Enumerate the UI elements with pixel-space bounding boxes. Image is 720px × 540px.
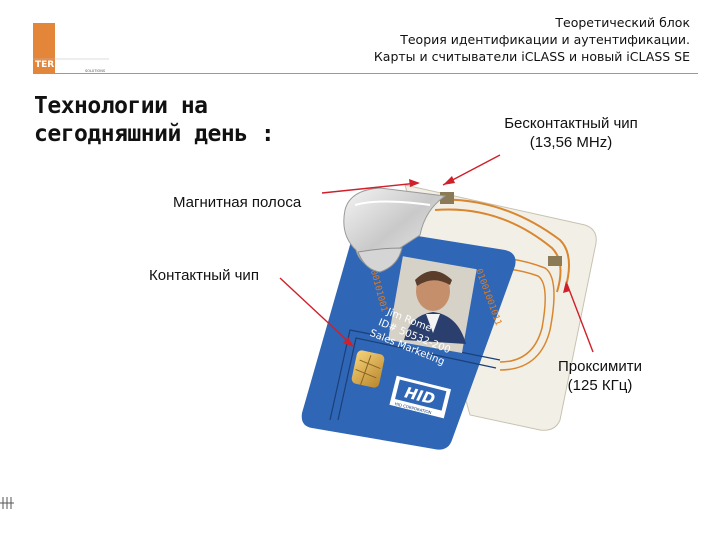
label-contactless-chip: Бесконтактный чип (13,56 MHz) [488,114,654,152]
slide-edge-mark [0,493,20,511]
label-proximity: Проксимити (125 КГц) [545,357,655,395]
proximity-chip-icon [548,256,562,266]
arrow-contactless [443,155,500,185]
label-proximity-line-1: Проксимити [545,357,655,376]
label-magnetic-stripe: Магнитная полоса [173,193,301,212]
label-contactless-line-1: Бесконтактный чип [488,114,654,133]
label-contactless-line-2: (13,56 MHz) [488,133,654,152]
label-contact-chip: Контактный чип [149,266,259,285]
label-proximity-line-2: (125 КГц) [545,376,655,395]
